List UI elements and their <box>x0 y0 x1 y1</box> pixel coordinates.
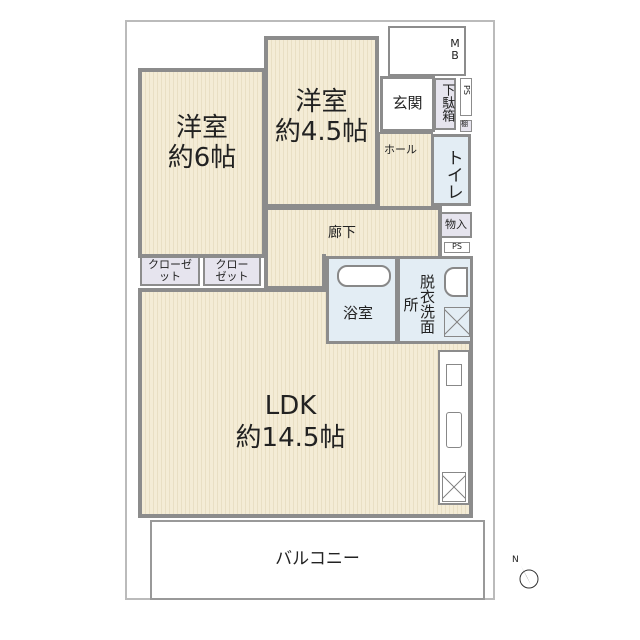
kitchen-counter <box>438 350 470 505</box>
compass: N <box>512 555 542 590</box>
ps-label: PS <box>452 242 462 251</box>
western-room-6: 洋室 約6帖 <box>138 68 266 258</box>
ps-top: PS <box>460 78 472 116</box>
balcony: バルコニー <box>150 520 485 600</box>
bathroom: 浴室 <box>326 256 398 344</box>
shoe-box-label: 下駄箱 <box>439 83 455 122</box>
compass-label: N <box>512 555 519 565</box>
compass-icon <box>519 566 539 589</box>
closet-1: クローゼット <box>140 256 200 286</box>
room-name: LDK <box>264 391 317 421</box>
washroom-label: 脱衣洗面所 <box>401 274 437 334</box>
room-name: 洋室 <box>175 113 228 143</box>
washroom: 脱衣洗面所 <box>397 256 473 344</box>
closet-label: クローゼット <box>215 258 249 284</box>
mb-area: MB <box>388 26 466 76</box>
washbasin-icon <box>444 267 468 297</box>
bath-label: 浴室 <box>343 304 374 322</box>
closet-2: クローゼット <box>203 256 261 286</box>
toilet: トイレ <box>431 134 471 206</box>
shelf-label: 棚 <box>461 120 468 128</box>
washer-pan-icon <box>444 307 470 337</box>
bathtub-icon <box>337 265 391 287</box>
fridge-icon <box>442 472 466 502</box>
storage-label: 物入 <box>445 218 467 231</box>
hall-label: ホール <box>384 143 417 156</box>
shoe-box: 下駄箱 <box>434 78 456 130</box>
closet-label: クローゼット <box>148 258 192 284</box>
ps-label: PS <box>461 85 471 95</box>
ps-mid: PS <box>444 242 470 253</box>
toilet-label: トイレ <box>442 149 463 200</box>
corridor-lower <box>264 254 326 290</box>
hall: ホール <box>378 132 433 212</box>
mb-label: MB <box>450 37 460 63</box>
shelf: 棚 <box>460 120 472 132</box>
room-size: 約4.5帖 <box>274 117 369 147</box>
room-size: 約14.5帖 <box>235 423 346 453</box>
sink-icon <box>446 412 462 448</box>
storage: 物入 <box>440 212 472 238</box>
room-name: 洋室 <box>295 87 348 117</box>
room-size: 約6帖 <box>167 143 237 173</box>
corridor: 廊下 <box>264 206 442 258</box>
corridor-label: 廊下 <box>328 225 356 241</box>
western-room-45: 洋室 約4.5帖 <box>264 36 379 208</box>
stove-icon <box>446 364 462 386</box>
balcony-label: バルコニー <box>275 549 360 569</box>
entrance-label: 玄関 <box>392 94 423 112</box>
entrance: 玄関 <box>380 76 435 132</box>
